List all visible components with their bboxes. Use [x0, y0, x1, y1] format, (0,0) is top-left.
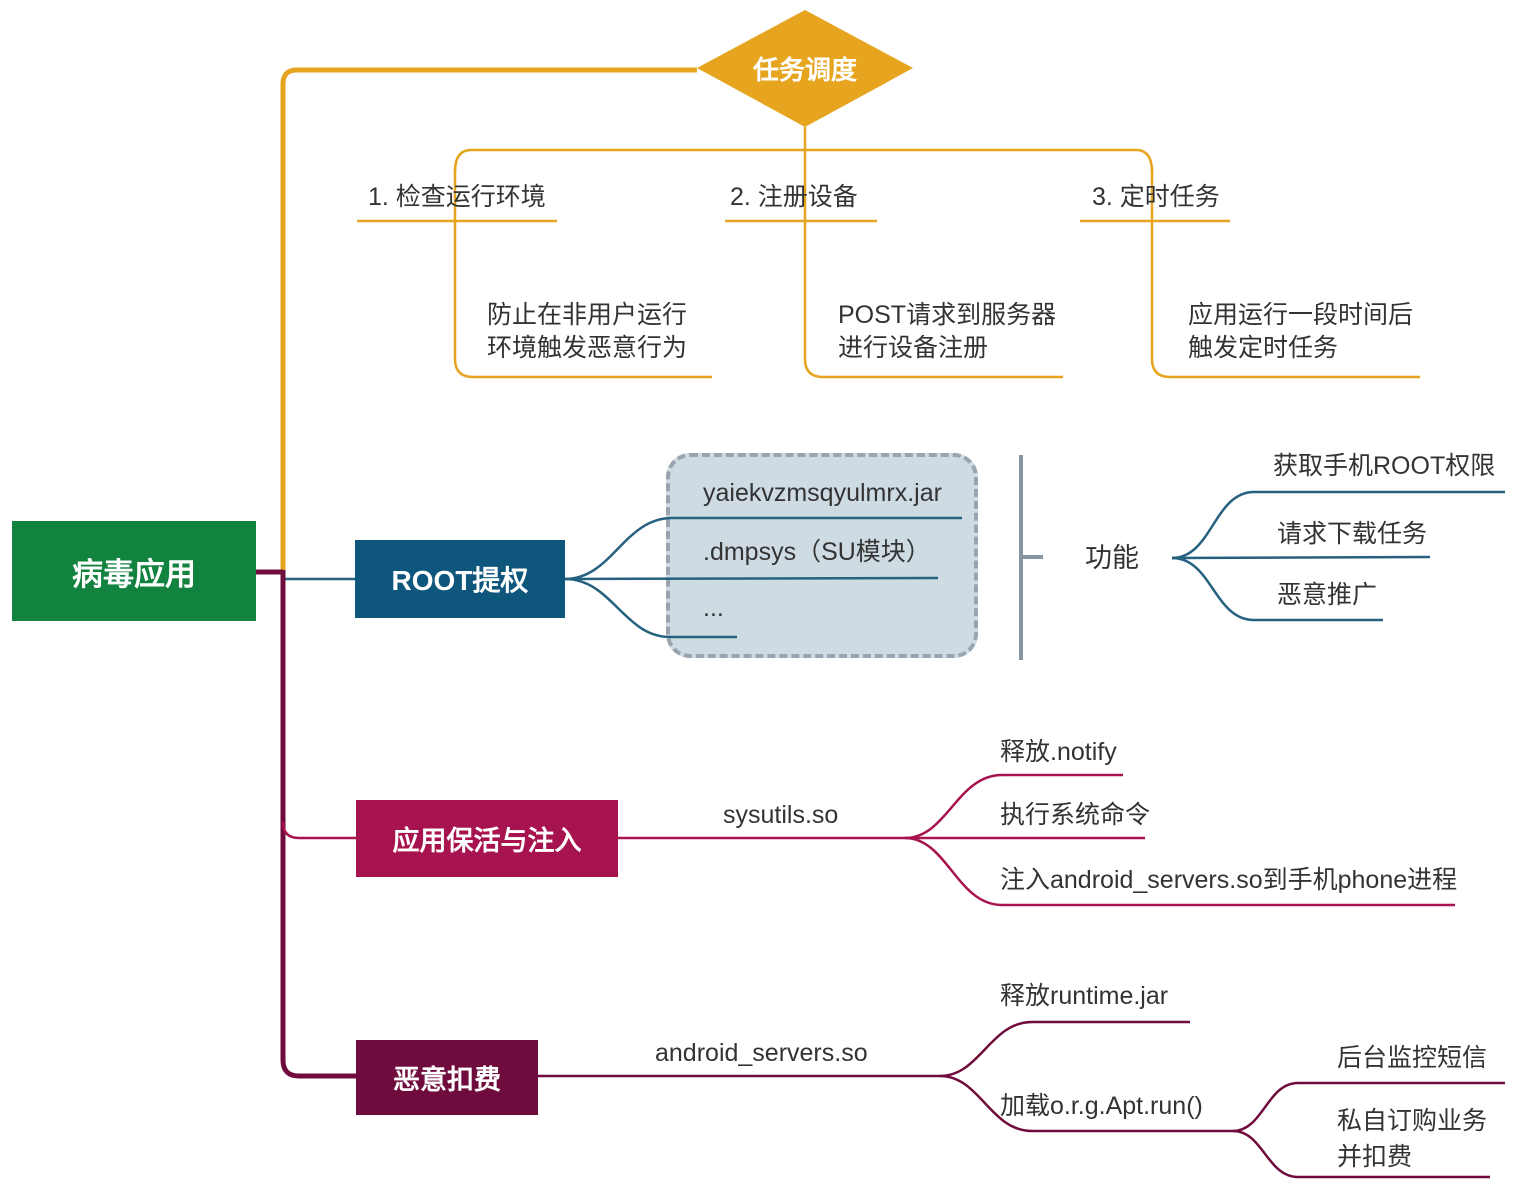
node-malicious-deduction[interactable]: 恶意扣费 [356, 1040, 538, 1115]
deduction-action-runtime: 释放runtime.jar [1000, 982, 1169, 1010]
task-step-2-note: POST请求到服务器 进行设备注册 [838, 301, 1057, 362]
module-android-servers: android_servers.so [655, 1039, 868, 1067]
keepalive-action-notify: 释放.notify [1000, 738, 1117, 766]
deduction-action-aptrun: 加载o.r.g.Apt.run() [1000, 1092, 1203, 1120]
module-sysutils: sysutils.so [723, 801, 839, 829]
function-get-root: 获取手机ROOT权限 [1273, 452, 1496, 480]
keepalive-action-inject: 注入android_servers.so到手机phone进程 [1000, 866, 1458, 894]
function-malicious-promo: 恶意推广 [1277, 581, 1378, 609]
deduction-sub-subscribe: 私自订购业务 并扣费 [1337, 1107, 1488, 1171]
task-step-3-label: 3. 定时任务 [1092, 183, 1220, 211]
functions-label: 功能 [1085, 543, 1139, 573]
function-download-task: 请求下载任务 [1277, 520, 1428, 548]
task-scheduling-diamond-shape [697, 10, 913, 127]
node-task-scheduling[interactable]: 任务调度 [752, 54, 857, 85]
payload-dmpsys: .dmpsys（SU模块） [703, 538, 931, 566]
keepalive-action-syscmd: 执行系统命令 [1000, 801, 1151, 829]
payload-jar: yaiekvzmsqyulmrx.jar [703, 479, 942, 507]
deduction-sub-monitor-sms: 后台监控短信 [1337, 1044, 1488, 1072]
node-root-escalation[interactable]: ROOT提权 [355, 540, 565, 618]
task-step-1-note: 防止在非用户运行 环境触发恶意行为 [487, 301, 688, 362]
node-virus-app[interactable]: 病毒应用 [12, 521, 256, 621]
node-keepalive-injection[interactable]: 应用保活与注入 [356, 800, 618, 877]
payload-ellipsis: ... [703, 594, 724, 622]
payload-container [666, 453, 978, 658]
task-step-1-label: 1. 检查运行环境 [368, 183, 546, 211]
task-step-2-label: 2. 注册设备 [730, 183, 858, 211]
task-step-3-note: 应用运行一段时间后 触发定时任务 [1188, 301, 1414, 362]
